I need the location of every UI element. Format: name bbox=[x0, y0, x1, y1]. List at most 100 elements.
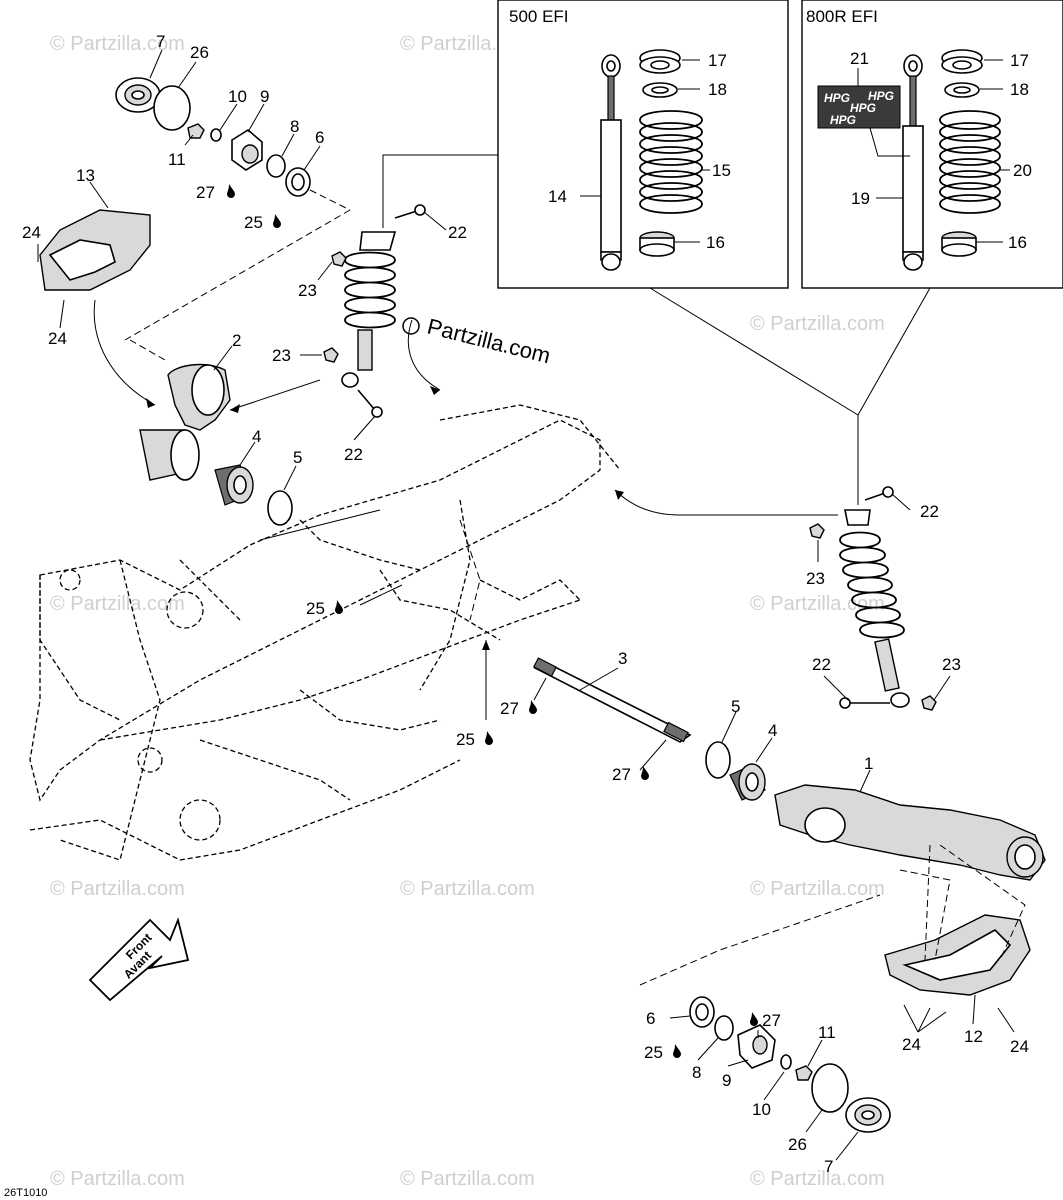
spring-seat-18 bbox=[642, 82, 678, 98]
watermark-faint: © Partzilla.com bbox=[400, 878, 535, 900]
callout-24: 24 bbox=[902, 1035, 921, 1054]
hpg-label: HPG bbox=[868, 89, 894, 103]
callout-11: 11 bbox=[168, 150, 186, 169]
nut-23-right bbox=[809, 523, 825, 539]
diagram-code: 26T1010 bbox=[4, 1187, 47, 1199]
bearing-4-lower bbox=[729, 763, 766, 801]
callout-17: 17 bbox=[708, 51, 727, 70]
callout-14: 14 bbox=[548, 187, 567, 206]
callout-10: 10 bbox=[228, 87, 247, 106]
callout-23: 23 bbox=[806, 569, 825, 588]
inset-pointer-lines bbox=[382, 154, 931, 505]
callout-27: 27 bbox=[196, 183, 215, 202]
hpg-label: HPG bbox=[850, 101, 876, 115]
inset-500-efi: 500 EFI bbox=[497, 0, 789, 289]
inset-title: 500 EFI bbox=[509, 7, 569, 26]
seal-6-upper bbox=[285, 167, 311, 197]
front-direction-arrow: Front Avant bbox=[88, 917, 190, 1002]
callout-25: 25 bbox=[244, 213, 263, 232]
shaft-3 bbox=[533, 657, 692, 743]
callout-20: 20 bbox=[1013, 161, 1032, 180]
callout-2: 2 bbox=[232, 331, 241, 350]
bearing-4-upper bbox=[214, 464, 254, 506]
hpg-label: HPG bbox=[830, 113, 856, 127]
nut-11-lower bbox=[795, 1065, 813, 1081]
callout-3: 3 bbox=[618, 649, 627, 668]
bracket-2 bbox=[167, 363, 231, 431]
callout-18: 18 bbox=[1010, 80, 1029, 99]
watermark-faint: © Partzilla.com bbox=[400, 1168, 535, 1190]
washer-10-upper bbox=[210, 128, 222, 142]
hpg-label: HPG bbox=[824, 91, 850, 105]
hub-9-lower bbox=[737, 1024, 776, 1069]
hpg-decal-21: HPG HPG HPG HPG bbox=[817, 85, 901, 129]
assembly-lines bbox=[124, 189, 1026, 986]
callout-24: 24 bbox=[22, 223, 41, 242]
callout-25: 25 bbox=[644, 1043, 663, 1062]
callout-18: 18 bbox=[708, 80, 727, 99]
callout-13: 13 bbox=[76, 166, 95, 185]
callout-11: 11 bbox=[818, 1023, 836, 1042]
bolt-22-upper-top bbox=[394, 204, 426, 219]
callout-4: 4 bbox=[768, 721, 777, 740]
oil-drop-icon bbox=[335, 600, 343, 614]
adjuster-collar-16 bbox=[941, 231, 977, 257]
shock-absorber-right bbox=[839, 509, 910, 708]
nut-11-upper bbox=[187, 123, 205, 139]
callout-22: 22 bbox=[812, 655, 831, 674]
spring-retainer-17 bbox=[941, 49, 983, 74]
o-ring-26-lower bbox=[811, 1063, 849, 1113]
watermark-grid: © Partzilla.com © Partzilla.com © Partzi… bbox=[50, 33, 885, 1190]
adjuster-collar-16 bbox=[639, 231, 675, 257]
callouts: 7 26 10 9 11 8 6 27 25 13 24 24 2 4 5 23… bbox=[22, 32, 1029, 1176]
callout-24: 24 bbox=[1010, 1037, 1029, 1056]
sleeve-4-upper-tube bbox=[139, 429, 200, 481]
oil-drop-icon bbox=[273, 214, 281, 228]
callout-27: 27 bbox=[762, 1011, 781, 1030]
spring-retainer-17 bbox=[639, 49, 681, 74]
watermark-faint: © Partzilla.com bbox=[750, 593, 885, 615]
spring-15 bbox=[639, 110, 703, 214]
ring-8-lower bbox=[714, 1015, 734, 1041]
hub-cap-7-lower bbox=[845, 1097, 891, 1133]
callout-1: 1 bbox=[864, 754, 873, 773]
callout-16: 16 bbox=[1008, 233, 1027, 252]
spring-20 bbox=[939, 110, 1001, 214]
callout-4: 4 bbox=[252, 427, 261, 446]
watermark-faint: © Partzilla.com bbox=[750, 1168, 885, 1190]
callout-7: 7 bbox=[156, 32, 165, 51]
callout-8: 8 bbox=[290, 117, 299, 136]
shock-absorber-19 bbox=[902, 54, 924, 271]
callout-26: 26 bbox=[190, 43, 209, 62]
callout-17: 17 bbox=[1010, 51, 1029, 70]
shock-absorber-upper bbox=[341, 231, 397, 388]
callout-22: 22 bbox=[344, 445, 363, 464]
callout-16: 16 bbox=[706, 233, 725, 252]
callout-6: 6 bbox=[315, 128, 324, 147]
seal-6-lower bbox=[689, 996, 715, 1028]
nut-23-upper-2 bbox=[323, 347, 339, 363]
circlip-5-upper bbox=[267, 490, 293, 526]
oil-drop-icon bbox=[485, 731, 493, 745]
watermark-faint: © Partzilla.com bbox=[750, 313, 885, 335]
ring-8-upper bbox=[266, 154, 286, 178]
inset-title: 800R EFI bbox=[806, 7, 878, 26]
inset-800r-efi: 800R EFI HPG HPG HPG HPG bbox=[801, 0, 1063, 289]
callout-22: 22 bbox=[920, 502, 939, 521]
callout-23: 23 bbox=[272, 346, 291, 365]
callout-21: 21 bbox=[850, 49, 869, 68]
oil-drop-icon bbox=[750, 1012, 758, 1026]
callout-9: 9 bbox=[260, 87, 269, 106]
bolt-22-right-bottom bbox=[839, 697, 890, 709]
bolt-22-upper-bottom bbox=[357, 389, 383, 418]
hub-9-upper bbox=[231, 129, 263, 171]
callout-25: 25 bbox=[306, 599, 325, 618]
shock-absorber-14 bbox=[600, 54, 622, 271]
o-ring-26-upper bbox=[153, 85, 191, 131]
oil-drop-icon bbox=[673, 1044, 681, 1058]
callout-24: 24 bbox=[48, 329, 67, 348]
oil-drop-icon bbox=[641, 766, 649, 780]
guard-12 bbox=[884, 914, 1031, 996]
callout-23: 23 bbox=[298, 281, 317, 300]
callout-6: 6 bbox=[646, 1009, 655, 1028]
